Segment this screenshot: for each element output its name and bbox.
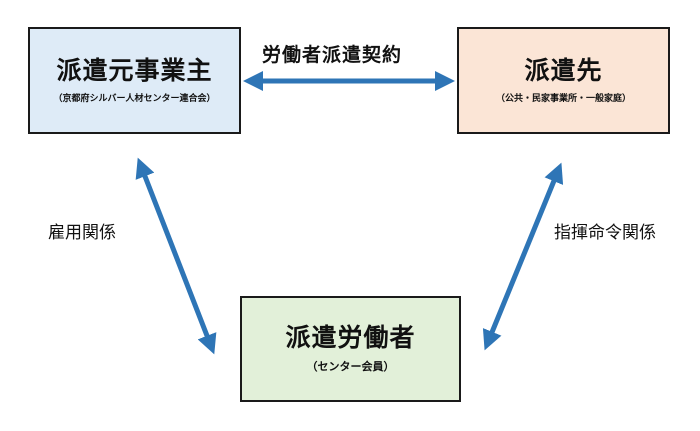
- command-relation-label: 指揮命令関係: [554, 223, 656, 243]
- dispatched-worker-title: 派遣労働者: [285, 323, 416, 353]
- dispatching-employer-title: 派遣元事業主: [56, 56, 213, 86]
- command-arrow: [482, 162, 564, 351]
- client-company-subtitle: （公共・民家事業所・一般家庭）: [495, 93, 631, 104]
- dispatched-worker-box: 派遣労働者 （センター会員）: [240, 296, 461, 402]
- dispatching-employer-box: 派遣元事業主 （京都府シルバー人材センター連合会）: [28, 27, 241, 134]
- employment-relation-label: 雇用関係: [48, 223, 116, 243]
- employment-arrow: [135, 157, 217, 355]
- dispatch-contract-label: 労働者派遣契約: [262, 44, 403, 66]
- dispatched-worker-subtitle: （センター会員）: [306, 359, 395, 373]
- dispatching-employer-subtitle: （京都府シルバー人材センター連合会）: [53, 93, 216, 104]
- client-company-box: 派遣先 （公共・民家事業所・一般家庭）: [457, 27, 670, 134]
- client-company-title: 派遣先: [524, 56, 603, 86]
